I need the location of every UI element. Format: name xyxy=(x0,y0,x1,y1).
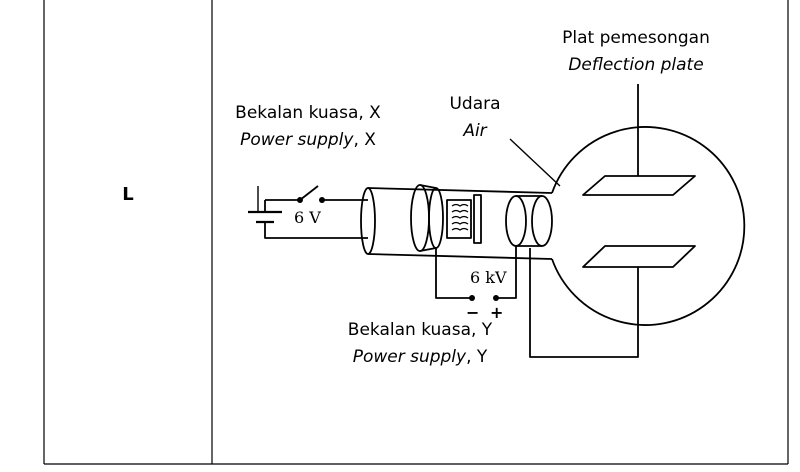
terminal-minus-dot xyxy=(469,295,475,301)
deflection-plate-label-ms: Plat pemesongan xyxy=(562,28,710,48)
anode-cylinder xyxy=(516,195,542,247)
terminal-minus-label: − xyxy=(466,303,479,322)
air-label-ms: Udara xyxy=(449,94,500,114)
switch-contact-left xyxy=(297,197,303,203)
voltage-x-label: 6 V xyxy=(294,208,321,227)
power-supply-x-label-en: Power supply, X xyxy=(240,130,376,150)
cathode-ring xyxy=(410,184,430,252)
cathode-plate xyxy=(473,194,482,244)
anode-back xyxy=(505,195,527,247)
filament-coil xyxy=(451,203,469,231)
row-label: L xyxy=(122,183,134,205)
psy-wire-anode xyxy=(496,246,517,299)
power-supply-y-label-en-italic: Power supply xyxy=(353,347,467,367)
tube-neck xyxy=(367,187,553,260)
psx-return-wire xyxy=(264,222,368,239)
power-supply-y-label-en-suffix: , Y xyxy=(466,347,488,367)
power-supply-x-label-en-suffix: , X xyxy=(353,130,376,150)
power-supply-x-label-en-italic: Power supply xyxy=(240,130,354,150)
switch-contact-right xyxy=(319,197,325,203)
psy-wire-cathode xyxy=(435,248,472,299)
row-label-cell: L xyxy=(44,0,212,464)
air-label-en: Air xyxy=(462,121,487,141)
tube-end-cap xyxy=(360,187,376,255)
power-supply-y-label-ms: Bekalan kuasa, Y xyxy=(348,320,493,340)
glass-bulb xyxy=(551,126,746,326)
air-pointer xyxy=(509,138,561,187)
cathode-front xyxy=(428,187,444,249)
cathode-body xyxy=(419,184,437,252)
battery-cells xyxy=(248,210,282,224)
deflection-plate-label-en: Deflection plate xyxy=(568,55,703,75)
power-supply-y-label-en: Power supply, Y xyxy=(353,347,488,367)
voltage-y-label: 6 kV xyxy=(470,268,507,287)
terminal-plus-label: + xyxy=(490,303,503,322)
terminal-plus-dot xyxy=(493,295,499,301)
deflection-plate-bottom xyxy=(582,245,696,268)
plate-wire-bottom xyxy=(529,248,639,358)
psx-switch-wires xyxy=(265,185,368,201)
power-supply-x-label-ms: Bekalan kuasa, X xyxy=(235,103,381,123)
anode-front xyxy=(531,195,553,247)
deflection-plate-top xyxy=(582,175,696,196)
heater-frame xyxy=(446,199,472,239)
